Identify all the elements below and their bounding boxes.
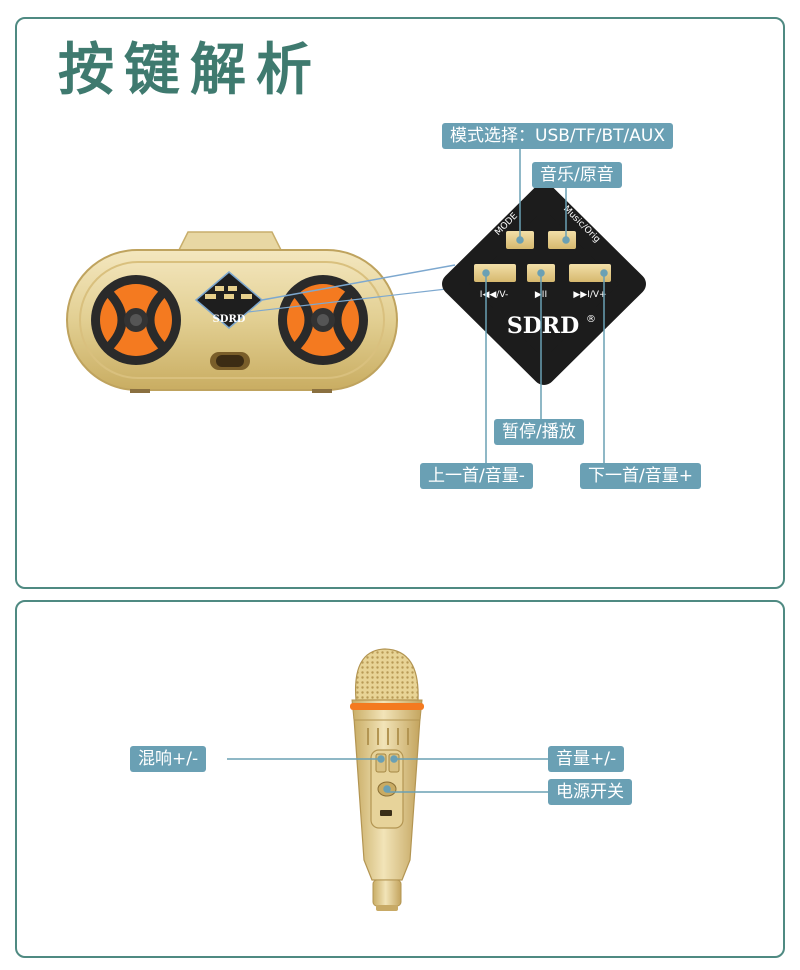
label-next: 下一首/音量+ — [580, 463, 701, 489]
mic-connector — [372, 879, 402, 907]
speaker-right-driver — [278, 275, 368, 365]
mic-leaders — [227, 755, 548, 793]
control-panel-zoom: MODE Music/Orig I◀◀/V- ▶II ▶▶I/V+ SDRD ® — [442, 183, 646, 385]
next-mark: ▶▶I/V+ — [573, 290, 606, 300]
microphone-image — [350, 648, 424, 911]
speaker-small-panel: SDRD — [194, 271, 264, 329]
label-mode: 模式选择：USB/TF/BT/AUX — [442, 123, 674, 149]
speaker-left-driver — [91, 275, 181, 365]
label-music: 音乐/原音 — [532, 162, 622, 188]
mic-usb-port — [380, 810, 392, 816]
panel-brand-reg: ® — [586, 314, 596, 325]
prev-key[interactable] — [474, 264, 516, 282]
label-power: 电源开关 — [548, 779, 632, 805]
mic-grille — [354, 648, 419, 701]
music-key[interactable] — [548, 231, 576, 249]
next-key[interactable] — [569, 264, 611, 282]
speaker-leaders — [482, 148, 608, 463]
panel-brand: SDRD — [507, 313, 579, 339]
label-volume: 音量+/- — [548, 746, 625, 772]
zoom-line-bottom — [247, 287, 456, 313]
prev-mark: I◀◀/V- — [480, 290, 508, 300]
speaker-image: SDRD — [66, 231, 398, 393]
label-prev: 上一首/音量- — [420, 463, 533, 489]
page-title: 按键解析 — [58, 38, 322, 103]
label-pause: 暂停/播放 — [494, 419, 584, 445]
label-reverb: 混响+/- — [130, 746, 207, 772]
speaker-small-brand: SDRD — [213, 314, 246, 325]
zoom-line-top — [261, 264, 456, 301]
mic-orange-ring — [350, 703, 424, 710]
